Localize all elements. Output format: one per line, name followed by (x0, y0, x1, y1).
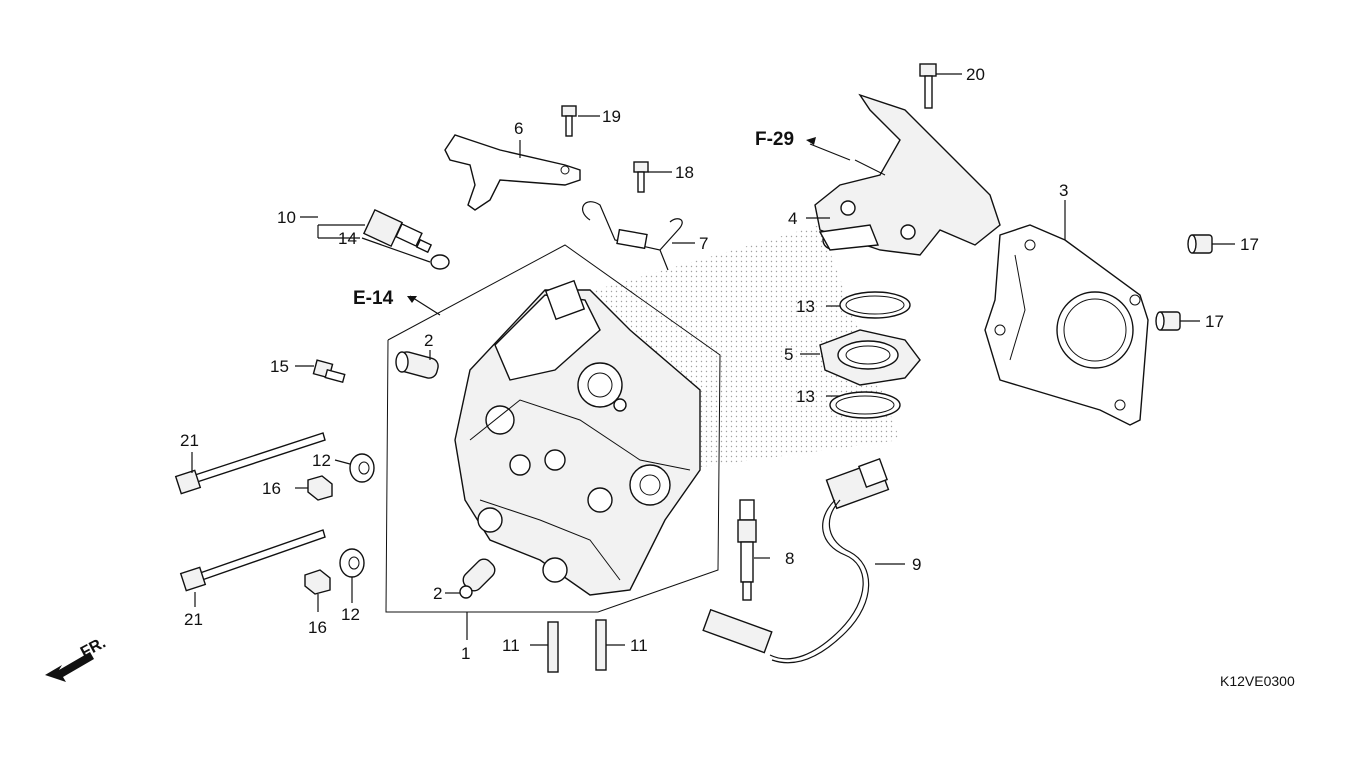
bracket[interactable] (444, 134, 581, 211)
f29-arrow-icon (806, 137, 816, 145)
assembly-outline (385, 244, 721, 613)
callout-15: 15 (270, 357, 289, 376)
intake-insulator[interactable] (819, 329, 921, 386)
intake-manifold[interactable] (814, 93, 1001, 256)
long-bolt-lower[interactable] (179, 529, 326, 592)
leader-lines (191, 73, 1235, 646)
spark-plug[interactable] (737, 499, 757, 601)
head-gasket[interactable] (984, 224, 1149, 426)
bolt-18[interactable] (633, 161, 649, 193)
o-ring-lower[interactable] (829, 391, 901, 419)
callout-2-lower: 2 (433, 584, 442, 603)
bolt-19[interactable] (561, 105, 577, 137)
callout-13-upper: 13 (796, 297, 815, 316)
callout-14: 14 (338, 229, 357, 248)
callout-12-upper: 12 (312, 451, 331, 470)
callout-20: 20 (966, 65, 985, 84)
cylinder-head[interactable] (454, 279, 701, 596)
callout-9: 9 (912, 555, 921, 574)
callout-13-lower: 13 (796, 387, 815, 406)
callout-12-lower: 12 (341, 605, 360, 624)
bolt-20[interactable] (919, 63, 937, 109)
reference-e14[interactable]: E-14 (353, 288, 394, 309)
long-bolt-upper[interactable] (174, 432, 326, 495)
washer-12-lower[interactable] (339, 548, 365, 578)
callout-17-lower: 17 (1205, 312, 1224, 331)
callout-21-upper: 21 (180, 431, 199, 450)
callout-4: 4 (788, 209, 797, 228)
callout-3: 3 (1059, 181, 1068, 200)
stud-bolt-15[interactable] (312, 359, 346, 384)
callout-21-lower: 21 (184, 610, 203, 629)
e14-arrow-icon (407, 296, 417, 303)
callout-19: 19 (602, 107, 621, 126)
nut-16-lower[interactable] (304, 569, 331, 595)
reference-f29[interactable]: F-29 (755, 129, 794, 150)
callout-8: 8 (785, 549, 794, 568)
callout-7: 7 (699, 234, 708, 253)
dowel-2-upper[interactable] (395, 350, 440, 380)
dowel-pin-lower[interactable] (1155, 311, 1181, 331)
callout-2-upper: 2 (424, 331, 433, 350)
callout-11-left: 11 (502, 636, 520, 655)
dowel-pin-upper[interactable] (1187, 234, 1213, 254)
front-direction-arrow-icon (45, 652, 94, 682)
washer-12-upper[interactable] (349, 453, 375, 483)
callout-5: 5 (784, 345, 793, 364)
stud-11-right[interactable] (595, 619, 607, 671)
callout-18: 18 (675, 163, 694, 182)
o-ring-upper[interactable] (839, 291, 911, 319)
callout-16-lower: 16 (308, 618, 327, 637)
nut-16-upper[interactable] (307, 475, 333, 501)
wire-clamp[interactable] (582, 201, 683, 271)
callout-1: 1 (461, 644, 470, 663)
diagram-code: K12VE0300 (1220, 673, 1295, 689)
callout-11-right: 11 (630, 636, 648, 655)
callout-16-upper: 16 (262, 479, 281, 498)
callout-10: 10 (277, 208, 296, 227)
dowel-2-lower[interactable] (459, 556, 498, 599)
temperature-sensor[interactable] (362, 208, 433, 254)
stud-11-left[interactable] (547, 621, 559, 673)
sensor-o-ring[interactable] (430, 254, 450, 270)
o2-sensor-harness[interactable] (702, 458, 890, 664)
callout-17-upper: 17 (1240, 235, 1259, 254)
callout-6: 6 (514, 119, 523, 138)
